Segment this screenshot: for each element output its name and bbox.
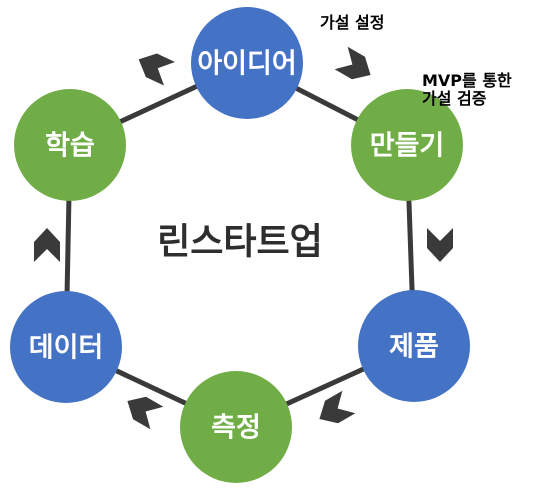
- chevron-arrow-icon: [427, 228, 453, 262]
- node-idea-label: 아이디어: [197, 49, 296, 80]
- chevron-arrow-icon: [127, 396, 164, 430]
- annotation-mvp-line1: MVP를 통한: [422, 71, 512, 90]
- node-learn: 학습: [14, 89, 126, 201]
- node-data-label: 데이터: [29, 333, 104, 364]
- chevron-arrow-icon: [319, 390, 356, 424]
- node-learn-label: 학습: [45, 131, 95, 162]
- chevron-arrow-icon: [138, 53, 175, 86]
- node-product-label: 제품: [389, 332, 439, 363]
- chevron-arrow-icon: [34, 228, 60, 262]
- node-idea: 아이디어: [191, 7, 303, 119]
- node-measure-label: 측정: [211, 413, 261, 444]
- annotation-hypothesis: 가설 설정: [320, 13, 385, 32]
- node-product: 제품: [358, 290, 470, 402]
- chevron-arrow-icon: [334, 46, 371, 80]
- annotation-mvp-line2: 가설 검증: [422, 89, 487, 109]
- diagram-title: 린스타트업: [157, 222, 323, 263]
- node-build-label: 만들기: [370, 131, 445, 162]
- node-measure: 측정: [180, 371, 292, 483]
- node-data: 데이터: [10, 291, 122, 403]
- annotation-mvp: MVP를 통한 가설 검증: [422, 71, 512, 109]
- node-build: 만들기: [351, 89, 463, 201]
